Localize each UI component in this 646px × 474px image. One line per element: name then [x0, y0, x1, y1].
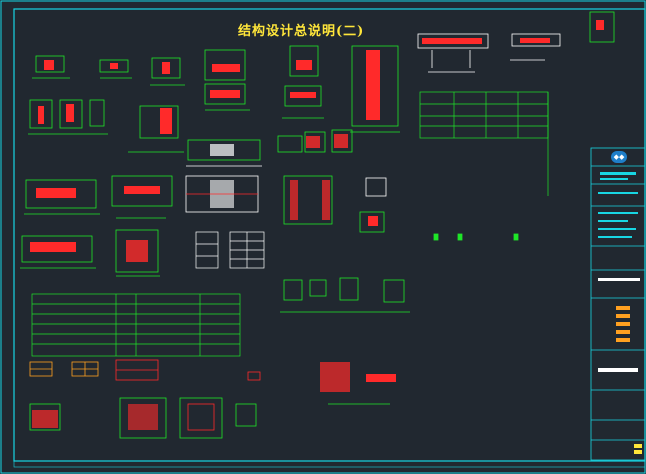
- bottom-band: [13, 460, 646, 468]
- detail-group-middle-left: [20, 175, 387, 277]
- detail-group-top-left: [28, 55, 185, 153]
- title-block: [590, 147, 646, 461]
- detail-marks-middle: [280, 233, 519, 313]
- rebar-table-bottom: [31, 293, 241, 357]
- drawing-title: 结构设计总说明(二): [238, 24, 365, 39]
- detail-group-top-middle: [186, 45, 400, 167]
- detail-group-top-right: [417, 11, 615, 73]
- schedule-small-tables: [195, 231, 265, 269]
- rebar-table-top: [419, 91, 549, 196]
- detail-group-bottom: [29, 359, 396, 439]
- inner-frame: [13, 8, 646, 462]
- company-logo-icon: ◆◆: [611, 151, 627, 163]
